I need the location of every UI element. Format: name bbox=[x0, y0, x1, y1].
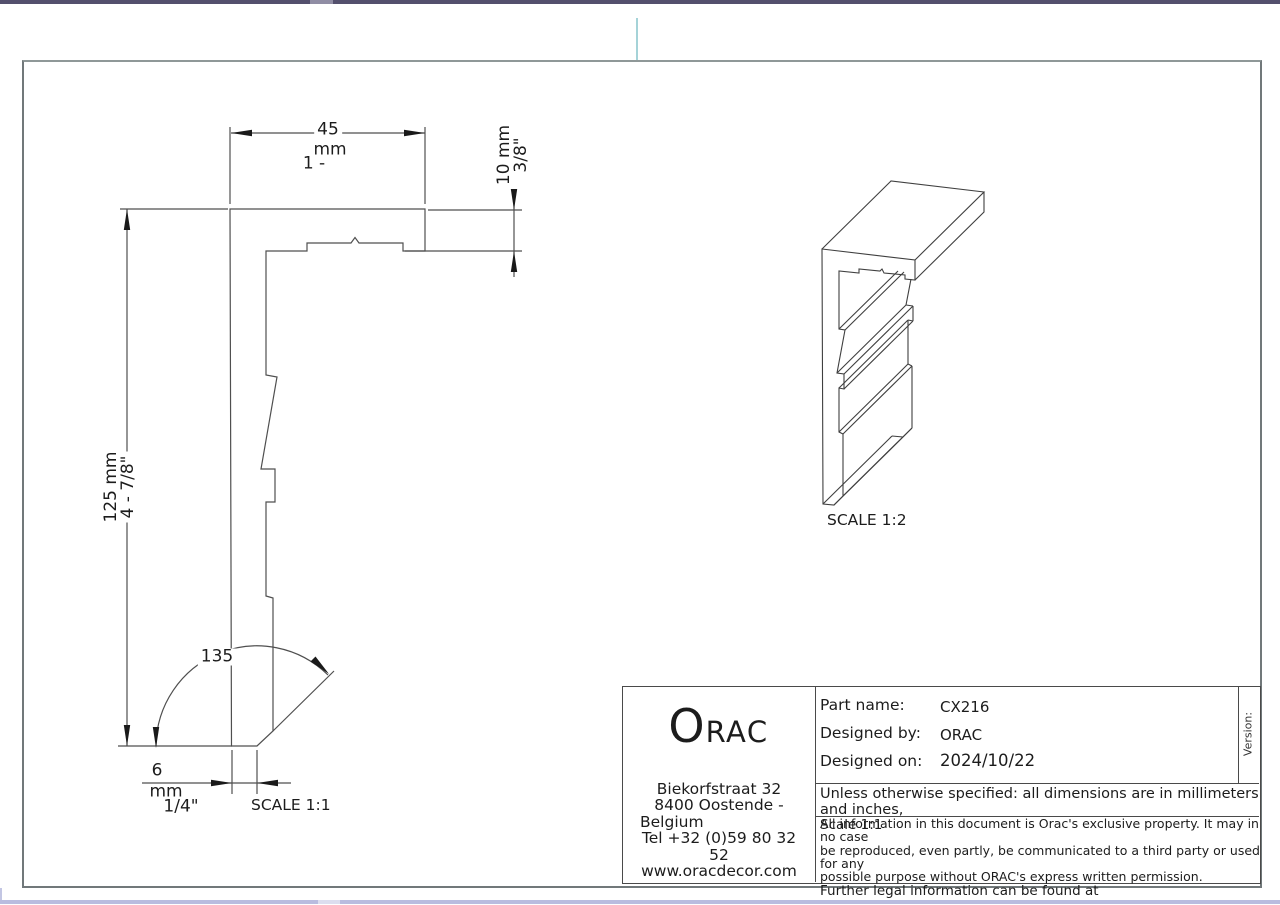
address-phone-cont: 52 bbox=[709, 845, 729, 864]
titleblock-row-line-1 bbox=[815, 783, 1259, 784]
dim-height-label: 125 mm 4 - 7/8" bbox=[101, 451, 139, 523]
dim-web-value: 6 bbox=[151, 760, 163, 781]
address-line: Belgium bbox=[640, 812, 704, 831]
drawing-frame-border bbox=[22, 60, 1262, 888]
dim-width-value: 45 bbox=[314, 121, 342, 139]
part-name-value: CX216 bbox=[940, 698, 990, 716]
scale-note-overlay: Scale 1:1 bbox=[820, 817, 883, 833]
address-line: 8400 Oostende - bbox=[654, 796, 784, 815]
company-address: Biekorfstraat 32 8400 Oostende - Belgium… bbox=[626, 780, 812, 881]
part-name-label: Part name: bbox=[820, 696, 905, 714]
designed-by-value: ORAC bbox=[940, 726, 983, 744]
scale-label-main: SCALE 1:1 bbox=[251, 796, 331, 814]
dim-thickness-label: 10 mm 3/8" bbox=[494, 124, 532, 186]
version-label: Version: bbox=[1241, 711, 1255, 757]
designed-by-label: Designed by: bbox=[820, 724, 921, 742]
bottom-accent-tick bbox=[0, 888, 2, 901]
titleblock-divider-vertical bbox=[815, 686, 816, 882]
teal-marker-line bbox=[636, 18, 638, 62]
dim-web-unit: mm bbox=[149, 781, 183, 802]
titleblock-border bbox=[622, 686, 1261, 884]
profile-2d-outline bbox=[229, 208, 426, 747]
scale-label-iso: SCALE 1:2 bbox=[827, 511, 907, 529]
designed-on-value: 2024/10/22 bbox=[940, 751, 1036, 770]
version-column-line bbox=[1238, 686, 1239, 783]
top-accent-bar-gap bbox=[310, 0, 333, 4]
iso-view-3d bbox=[821, 180, 986, 506]
units-note-line2: and inches, bbox=[820, 802, 904, 818]
dim-width-unit: mm bbox=[313, 139, 347, 160]
legal-footer: Further legal information can be found a… bbox=[820, 883, 1099, 899]
legal-text: All information in this document is Orac… bbox=[820, 816, 1260, 885]
orac-logo: ORAC bbox=[668, 699, 769, 753]
company-website: www.oracdecor.com bbox=[641, 862, 797, 881]
dimension-arrows bbox=[123, 129, 518, 787]
bottom-accent-bar-gap bbox=[318, 900, 340, 904]
dim-angle-value: 135 bbox=[197, 648, 237, 666]
dim-width-inches: 1 - bbox=[302, 153, 326, 174]
titleblock-row-line-2 bbox=[815, 816, 1259, 817]
dim-web-inches: 1/4" bbox=[163, 796, 199, 817]
designed-on-label: Designed on: bbox=[820, 752, 923, 770]
top-accent-bar bbox=[0, 0, 1280, 4]
address-line: Biekorfstraat 32 bbox=[656, 780, 782, 798]
bottom-accent-bar bbox=[0, 900, 1280, 904]
address-phone: Tel +32 (0)59 80 32 bbox=[641, 829, 797, 848]
units-note-line1: Unless otherwise specified: all dimensio… bbox=[820, 786, 1259, 802]
